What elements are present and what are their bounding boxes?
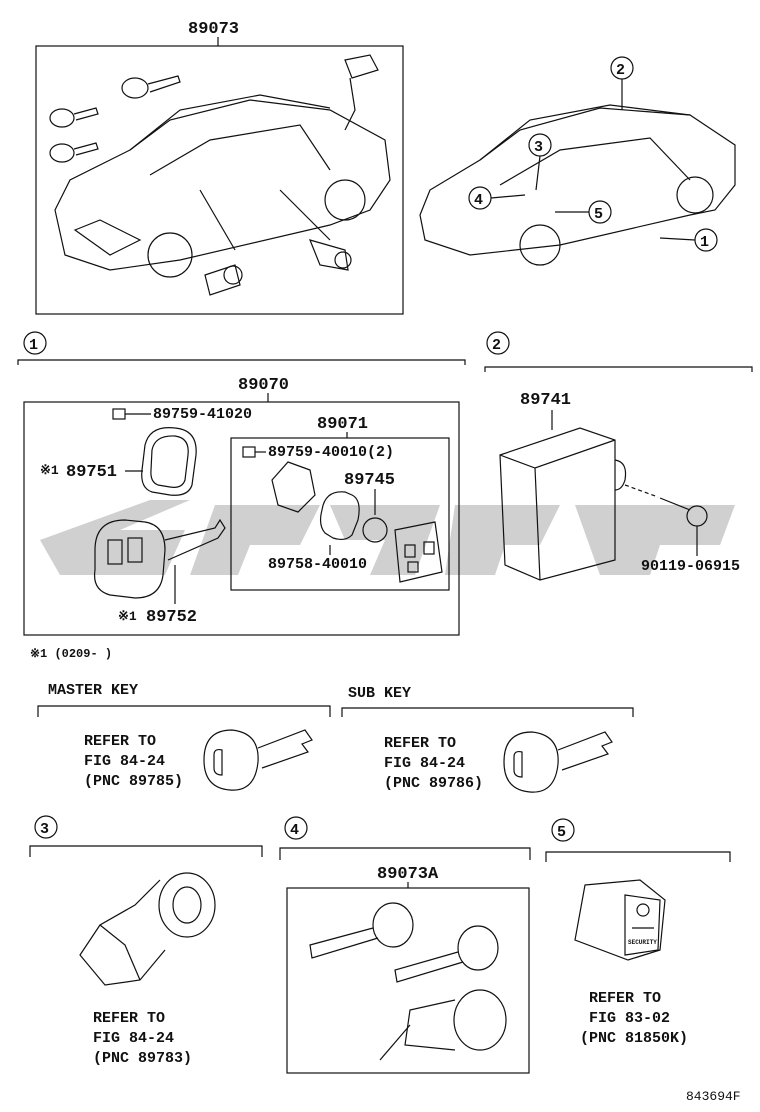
master-key-line3: (PNC 89785) xyxy=(84,773,183,790)
sub-key-shape xyxy=(503,731,613,793)
note-mark-cover: ※1 xyxy=(40,463,59,478)
svg-text:1: 1 xyxy=(29,337,38,354)
assembly-89071: 89071 xyxy=(317,415,368,434)
svg-text:3: 3 xyxy=(40,821,49,838)
board-cover-shape xyxy=(271,461,316,513)
top-assembly-box xyxy=(35,45,404,315)
section-4-header: 4 xyxy=(279,816,531,860)
section-3-line1: REFER TO xyxy=(93,1010,165,1027)
assembly-89070: 89070 xyxy=(238,376,289,395)
assembly-89073a: 89073A xyxy=(377,865,439,884)
part-bolt: 90119-06915 xyxy=(641,558,740,575)
section-5-line1: REFER TO xyxy=(589,990,661,1007)
sub-key-title: SUB KEY xyxy=(348,685,411,702)
svg-text:4: 4 xyxy=(290,822,299,839)
car-illustration-left xyxy=(54,94,391,278)
svg-text:2: 2 xyxy=(492,337,501,354)
sub-key-bracket xyxy=(341,707,634,717)
callout-2-top: 2 xyxy=(610,56,634,110)
svg-text:5: 5 xyxy=(594,206,603,223)
sub-assembly-box xyxy=(230,437,450,591)
callout-4-top: 4 xyxy=(468,186,526,210)
sub-key-line3: (PNC 89786) xyxy=(384,775,483,792)
section-5-line3: (PNC 81850K) xyxy=(580,1030,688,1047)
svg-text:4: 4 xyxy=(474,192,483,209)
security-switch-shape: SECURITY xyxy=(574,879,666,961)
figure-code: 843694F xyxy=(686,1089,741,1104)
key-icons-top xyxy=(49,75,181,163)
control-module-shape xyxy=(499,427,627,581)
section-2-header: 2 xyxy=(484,331,753,372)
svg-text:2: 2 xyxy=(616,62,625,79)
callout-3-top: 3 xyxy=(528,133,552,191)
master-key-line1: REFER TO xyxy=(84,733,156,750)
battery-shape xyxy=(362,517,388,543)
part-cover: 89751 xyxy=(66,463,117,482)
master-key-bracket xyxy=(37,705,331,717)
car-illustration-right xyxy=(419,104,736,266)
gasket-shape xyxy=(319,491,360,541)
part-screw-b: 89759-40010(2) xyxy=(268,444,394,461)
svg-text:3: 3 xyxy=(534,139,543,156)
section-5-line2: FIG 83-02 xyxy=(589,1010,670,1027)
key-head-shape xyxy=(93,518,226,599)
ignition-lock-shape xyxy=(79,872,216,986)
part-89741: 89741 xyxy=(520,391,571,410)
section-3-line2: FIG 84-24 xyxy=(93,1030,174,1047)
switch-label: SECURITY xyxy=(628,939,657,946)
svg-text:5: 5 xyxy=(557,824,566,841)
sub-key-line2: FIG 84-24 xyxy=(384,755,465,772)
callout-1-top: 1 xyxy=(659,228,718,252)
watermark-logo xyxy=(40,500,735,575)
callout-5-top: 5 xyxy=(555,200,612,224)
master-key-line2: FIG 84-24 xyxy=(84,753,165,770)
part-board: 89758-40010 xyxy=(268,556,367,573)
section-4-keys-shape xyxy=(309,902,507,1061)
top-assembly-number: 89073 xyxy=(188,20,239,39)
svg-text:1: 1 xyxy=(700,234,709,251)
master-key-title: MASTER KEY xyxy=(48,682,138,699)
section-5-header: 5 xyxy=(545,818,731,862)
part-key: 89752 xyxy=(146,608,197,627)
section-3-line3: (PNC 89783) xyxy=(93,1050,192,1067)
section-1-box xyxy=(23,401,460,636)
section-3-header: 3 xyxy=(29,815,263,857)
part-screw-a: 89759-41020 xyxy=(153,406,252,423)
key-cover-shape xyxy=(141,427,197,496)
cylinder-icons-top xyxy=(204,54,379,296)
section-4-box xyxy=(286,887,530,1074)
part-battery: 89745 xyxy=(344,471,395,490)
section-1-header: 1 xyxy=(17,331,466,365)
note-mark-key: ※1 xyxy=(118,609,137,624)
footnote: ※1 (0209- ) xyxy=(30,647,112,661)
master-key-shape xyxy=(203,729,313,791)
board-shape xyxy=(394,521,443,583)
sub-key-line1: REFER TO xyxy=(384,735,456,752)
